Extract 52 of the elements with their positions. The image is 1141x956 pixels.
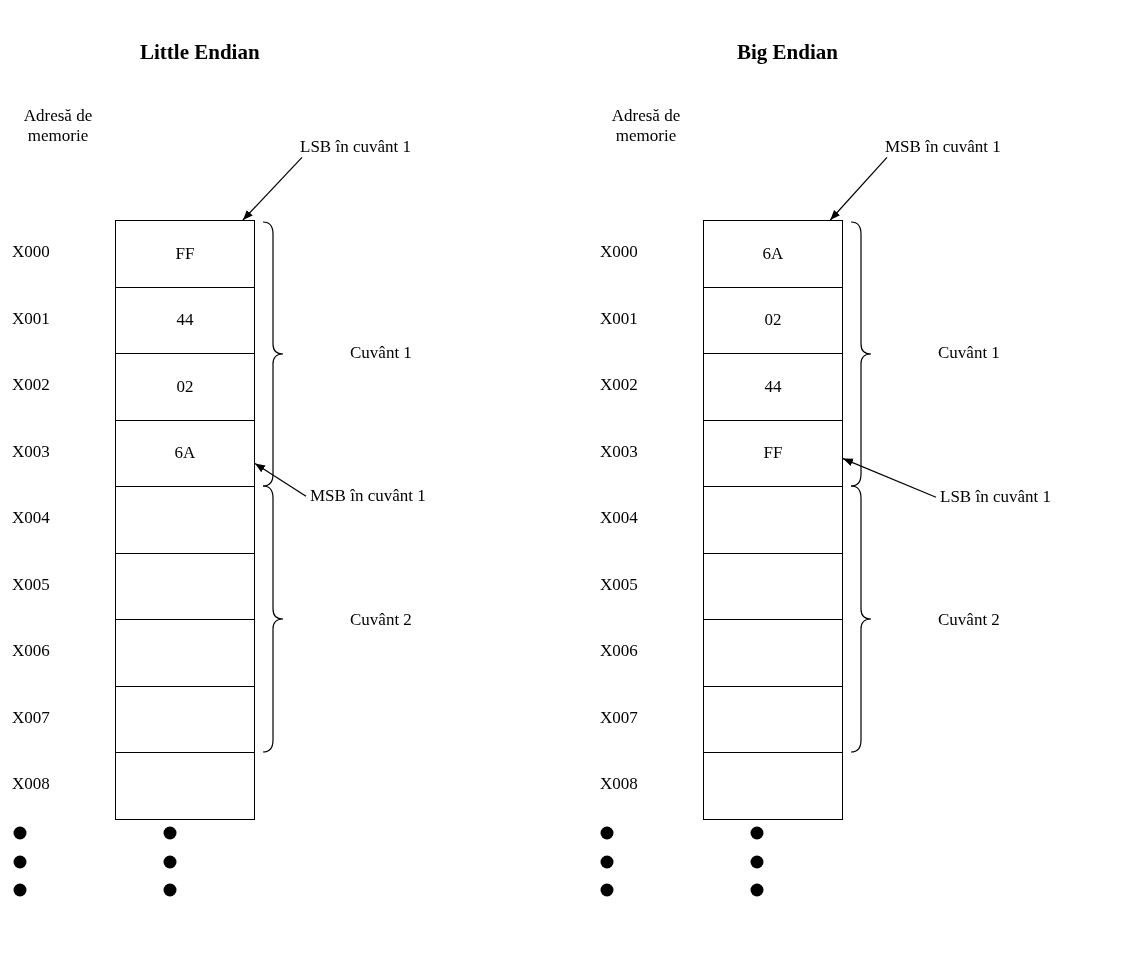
axis-label: Adresă de memorie <box>22 106 94 147</box>
word-label: Cuvânt 2 <box>938 610 1000 631</box>
empty-memory-cell <box>703 486 843 554</box>
empty-memory-cell <box>115 552 255 620</box>
empty-memory-cell <box>703 685 843 753</box>
address-label: X008 <box>600 774 638 795</box>
leader-text: LSB în cuvânt 1 <box>940 487 1051 508</box>
leader-text: MSB în cuvânt 1 <box>310 486 426 507</box>
section-heading: Big Endian <box>737 40 838 66</box>
memory-cell: 44 <box>703 353 843 421</box>
memory-cell: FF <box>703 419 843 487</box>
address-label: X005 <box>12 574 50 596</box>
arrow <box>242 156 303 221</box>
address-label: X004 <box>600 508 638 529</box>
address-label: X004 <box>12 508 50 529</box>
memory-cell: 6A <box>703 220 843 288</box>
memory-cell: 02 <box>115 353 255 421</box>
address-label: X001 <box>600 308 638 330</box>
memory-cell: 44 <box>115 286 255 354</box>
address-label: X007 <box>600 707 638 729</box>
arrow <box>829 156 888 221</box>
word-label: Cuvânt 1 <box>350 343 412 364</box>
address-label: X000 <box>600 242 638 263</box>
address-label: X007 <box>12 707 50 729</box>
address-label: X001 <box>12 308 50 330</box>
address-label: X006 <box>600 641 638 662</box>
memory-cell: 6A <box>115 419 255 487</box>
address-label: X008 <box>12 774 50 795</box>
address-label: X006 <box>12 641 50 662</box>
address-label: X002 <box>600 375 638 396</box>
empty-memory-cell <box>115 685 255 753</box>
leader-text: LSB în cuvânt 1 <box>300 137 411 158</box>
empty-memory-cell <box>703 619 843 687</box>
axis-label: Adresă de memorie <box>610 106 682 147</box>
empty-memory-cell <box>703 552 843 620</box>
address-label: X000 <box>12 242 50 263</box>
empty-memory-cell <box>115 752 255 820</box>
leader-text: MSB în cuvânt 1 <box>885 137 1001 158</box>
empty-memory-cell <box>115 486 255 554</box>
memory-cell: FF <box>115 220 255 288</box>
address-label: X005 <box>600 574 638 596</box>
empty-memory-cell <box>703 752 843 820</box>
arrow <box>254 462 307 497</box>
address-label: X003 <box>12 441 50 463</box>
word-label: Cuvânt 1 <box>938 343 1000 364</box>
memory-cell: 02 <box>703 286 843 354</box>
address-label: X003 <box>600 441 638 463</box>
empty-memory-cell <box>115 619 255 687</box>
section-heading: Little Endian <box>140 40 260 66</box>
arrow <box>842 458 937 498</box>
word-label: Cuvânt 2 <box>350 610 412 631</box>
address-label: X002 <box>12 375 50 396</box>
